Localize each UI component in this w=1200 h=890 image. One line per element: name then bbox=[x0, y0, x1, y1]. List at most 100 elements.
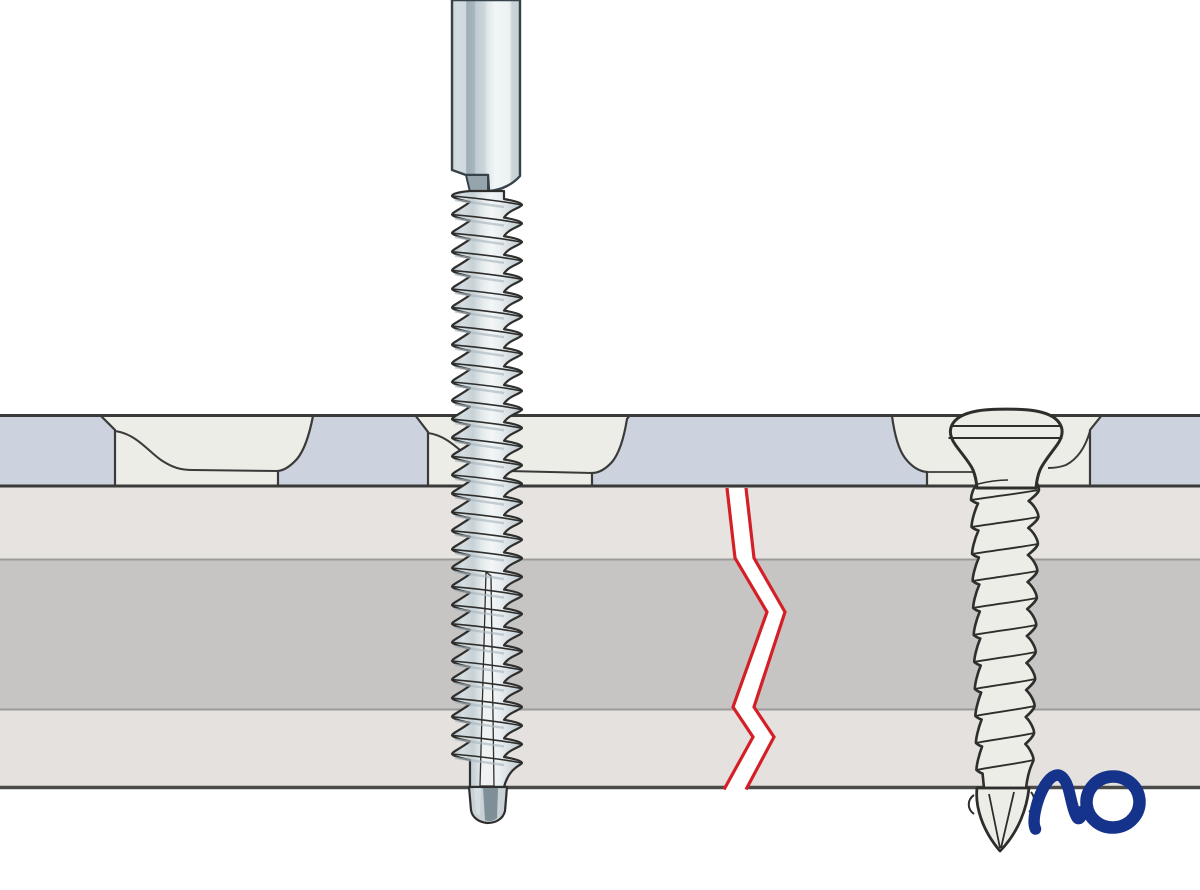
lag-screw-thread-crest bbox=[451, 437, 523, 448]
lag-screw-thread-shadow bbox=[454, 477, 505, 488]
lag-screw-thread-shadow bbox=[454, 701, 505, 711]
inserted-screw-head-lines bbox=[948, 425, 1063, 439]
screwdriver-assembly bbox=[450, 0, 524, 825]
lag-screw-thread-shadow bbox=[454, 310, 505, 320]
lag-screw-thread-shadow bbox=[454, 366, 505, 376]
lag-screw-thread-crest bbox=[451, 362, 523, 374]
lag-screw-thread-crest bbox=[451, 288, 523, 299]
fracture-edge-right bbox=[744, 487, 787, 791]
lag-screw-thread-shadow bbox=[454, 738, 505, 748]
lag-screw-thread-shadow bbox=[454, 626, 505, 636]
inserted-screw-thread-crest bbox=[975, 705, 1035, 717]
lag-screw-thread-shadow bbox=[454, 291, 505, 302]
lag-screw-thread-shadow bbox=[454, 440, 505, 450]
inserted-screw-thread-crest bbox=[972, 570, 1038, 582]
plate-hole-right-left-wall bbox=[890, 415, 929, 485]
lag-screw-thread-shadow bbox=[454, 589, 505, 599]
lag-screw-thread-shadow bbox=[454, 254, 505, 264]
lag-screw-thread-crest bbox=[451, 678, 523, 690]
ao-logo: AO bbox=[1028, 769, 1146, 835]
lag-screw-thread-shadow bbox=[454, 403, 505, 413]
inserted-screw-thread-crest bbox=[973, 597, 1037, 609]
lag-screw-thread-shadow bbox=[454, 384, 505, 395]
inserted-screw-tip-flutes bbox=[988, 791, 1015, 849]
lag-screw-thread-crest bbox=[451, 734, 523, 746]
screwdriver-shaft bbox=[450, 0, 522, 193]
lag-screw-tip-highlight bbox=[474, 788, 481, 816]
plate-hole-left-edge bbox=[99, 414, 117, 485]
lag-screw-thread-shadow bbox=[454, 236, 505, 246]
inserted-screw-thread-crest bbox=[971, 543, 1039, 555]
inserted-screw-thread-crest bbox=[971, 516, 1039, 528]
ao-logo-letter-a bbox=[1028, 769, 1089, 835]
lag-screw-thread-shadow bbox=[454, 515, 505, 525]
lag-screw-thread-crest bbox=[451, 660, 523, 671]
lag-screw-threads bbox=[450, 189, 524, 789]
lag-screw-thread-crest bbox=[451, 381, 523, 392]
inserted-screw-head bbox=[948, 407, 1064, 490]
lag-screw-thread-shadow bbox=[454, 273, 505, 283]
plate-hole-left-right-wall bbox=[276, 415, 315, 485]
inserted-screw-threads bbox=[969, 472, 1041, 790]
lag-screw-thread-crest bbox=[451, 195, 523, 206]
lag-screw-thread-crest bbox=[451, 623, 523, 634]
inserted-screw-thread-crest bbox=[976, 759, 1034, 771]
lag-screw-thread-crest bbox=[451, 344, 523, 355]
lag-screw-thread-crest bbox=[451, 474, 523, 485]
lag-screw-thread-crest bbox=[451, 530, 523, 541]
lag-screw-thread-shadow bbox=[454, 663, 505, 674]
lag-screw-thread-crest bbox=[451, 232, 523, 243]
plate-hole-right-edge bbox=[1088, 414, 1103, 485]
inserted-screw-thread-crest bbox=[975, 732, 1035, 744]
lag-screw-thread-shadow bbox=[454, 217, 505, 227]
lag-screw-thread-crest bbox=[451, 604, 523, 615]
plate-hole-left bbox=[100, 415, 313, 485]
lag-screw-thread-shadow bbox=[454, 645, 505, 655]
plate-hole-left-countersink bbox=[114, 430, 279, 472]
ao-logo-letter-o bbox=[1080, 770, 1146, 834]
lag-screw-thread-crest bbox=[451, 269, 523, 281]
lag-screw-thread-shadow bbox=[454, 533, 505, 543]
lag-screw-thread-shadow bbox=[454, 682, 505, 692]
fracture-edge-left bbox=[722, 487, 769, 791]
inserted-screw-thread-crest bbox=[973, 624, 1037, 636]
lag-screw-thread-shadow bbox=[454, 496, 505, 506]
inserted-screw-neck-line bbox=[977, 479, 1009, 485]
lag-screw-thread-shadow bbox=[454, 608, 505, 618]
lag-screw-thread-shadow bbox=[454, 570, 505, 581]
plate-hole-right-countersink bbox=[1047, 430, 1091, 469]
lag-screw-thread-crest bbox=[451, 492, 523, 504]
lag-screw-thread-shadow bbox=[454, 719, 505, 729]
lag-screw-thread-crest bbox=[451, 418, 523, 429]
inserted-screw bbox=[948, 407, 1064, 853]
plate-hole-middle-edge bbox=[414, 414, 430, 485]
lag-screw-thread-crest bbox=[451, 399, 523, 411]
lag-screw-tip-shadow bbox=[483, 788, 498, 822]
lag-screw-thread-crest bbox=[451, 213, 523, 225]
inserted-screw-thread-crest bbox=[974, 678, 1036, 690]
lag-screw-thread-crest bbox=[451, 641, 523, 653]
lag-screw-thread-crest bbox=[451, 548, 523, 560]
lag-screw-thread-crest bbox=[451, 455, 523, 467]
lag-screw-thread-crest bbox=[451, 251, 523, 262]
lag-screw-thread-crest bbox=[451, 716, 523, 727]
lag-screw-thread-crest bbox=[451, 697, 523, 708]
lag-screw-thread-crest bbox=[451, 306, 523, 318]
inserted-screw-thread-crest bbox=[970, 489, 1040, 501]
plate-hole-middle-right-wall bbox=[590, 414, 631, 485]
lag-screw-thread-shadow bbox=[454, 756, 505, 767]
lag-screw-thread-crest bbox=[451, 511, 523, 522]
lag-screw-thread-crest bbox=[451, 585, 523, 597]
lag-screw-thread-crest bbox=[451, 567, 523, 578]
lag-screw-thread-shadow bbox=[454, 198, 505, 209]
lag-screw-thread-shadow bbox=[454, 552, 505, 562]
lag-screw-thread-crest bbox=[451, 325, 523, 336]
lag-screw-thread-shadow bbox=[454, 329, 505, 339]
lag-screw-thread-shadow bbox=[454, 459, 505, 469]
fracture-line bbox=[722, 487, 787, 791]
lag-screw-thread-shadow bbox=[454, 347, 505, 357]
lag-screw-thread-shadow bbox=[454, 422, 505, 432]
lag-screw-thread-crest bbox=[451, 753, 523, 764]
inserted-screw-tip bbox=[975, 786, 1031, 853]
